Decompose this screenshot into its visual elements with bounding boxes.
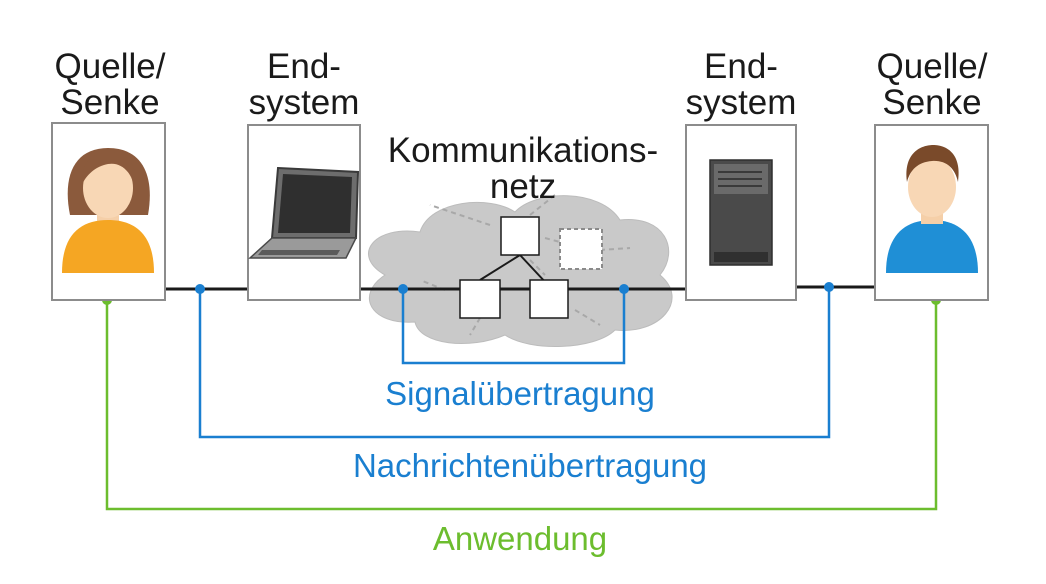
signal-start-dot: [398, 284, 408, 294]
network-node-left: [459, 279, 501, 319]
network-label-line1: Kommunikations-: [387, 131, 659, 170]
application-bracket: [105, 300, 938, 511]
source-sink-left-label-line2: Senke: [60, 83, 160, 122]
network-node-right: [529, 279, 569, 319]
message-transmission-label: Nachrichtenübertragung: [352, 447, 708, 484]
end-system-right-label-line2: system: [685, 83, 797, 122]
application-label: Anwendung: [432, 520, 608, 557]
source-sink-right-label-line1: Quelle/: [876, 47, 988, 86]
laptop-icon: [248, 166, 360, 259]
source-sink-right-label-line2: Senke: [882, 83, 982, 122]
network-node-top: [500, 216, 540, 256]
man-avatar-icon: [886, 145, 978, 273]
signal-transmission-bracket: [401, 289, 626, 365]
signal-end-dot: [619, 284, 629, 294]
end-system-left-label-line1: End-: [267, 47, 341, 86]
network-label-line2: netz: [489, 167, 557, 206]
message-end-dot: [824, 282, 834, 292]
message-transmission-bracket: [198, 287, 831, 439]
message-start-dot: [195, 284, 205, 294]
end-system-left-label-line2: system: [248, 83, 360, 122]
server-tower-icon: [709, 159, 773, 266]
signal-transmission-label: Signalübertragung: [385, 375, 655, 412]
network-node-inactive: [559, 228, 603, 270]
source-sink-left-label-line1: Quelle/: [54, 47, 166, 86]
woman-avatar-icon: [62, 148, 154, 273]
end-system-right-label-line1: End-: [704, 47, 778, 86]
